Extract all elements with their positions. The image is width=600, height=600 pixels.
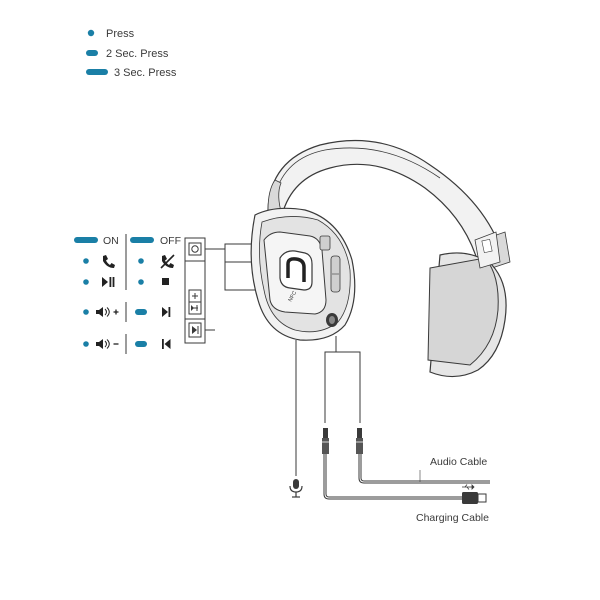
row2-press-dot <box>83 279 89 285</box>
nfc-logo-text: NFC <box>288 290 299 303</box>
press-dot-marker <box>87 29 95 37</box>
row4-two-sec-bar <box>135 341 147 347</box>
multifunction-button-icon <box>188 242 202 256</box>
usb-icon <box>462 484 475 490</box>
port-bracket <box>324 336 361 423</box>
off-long-press-marker <box>130 237 154 243</box>
short-bar-marker <box>86 50 98 56</box>
volume-up-icon <box>96 307 119 317</box>
row1-off-press-dot <box>138 258 144 264</box>
mic-port <box>326 313 338 327</box>
row3-two-sec-bar <box>135 309 147 315</box>
charging-cable-label: Charging Cable <box>416 512 489 524</box>
long-bar-marker <box>86 69 108 75</box>
button-panel <box>184 237 206 344</box>
previous-track-icon <box>162 339 171 349</box>
row1-press-dot <box>83 258 89 264</box>
microphone-icon <box>289 479 303 498</box>
volume-rocker-icon <box>188 289 202 315</box>
press-legend: Press 2 Sec. Press 3 Sec. Press <box>86 28 177 79</box>
usb-plug <box>462 492 487 504</box>
stop-icon <box>162 278 169 285</box>
legend-label-press: Press <box>106 28 135 40</box>
audio-jack-plug-right <box>356 428 363 454</box>
audio-cable-label: Audio Cable <box>430 456 487 468</box>
off-label: OFF <box>160 235 181 247</box>
end-call-icon <box>160 254 175 269</box>
control-table: ON OFF <box>74 234 181 354</box>
brand-logo-icon <box>279 250 313 291</box>
legend-item-2sec: 2 Sec. Press <box>86 48 169 60</box>
volume-down-icon <box>96 339 119 349</box>
on-label: ON <box>103 235 119 247</box>
multifunction-button <box>319 235 331 251</box>
legend-label-3sec: 3 Sec. Press <box>114 67 177 79</box>
headphone-illustration: NFC <box>250 139 511 378</box>
play-pause-icon <box>102 277 115 287</box>
legend-item-press: Press <box>87 28 135 40</box>
row3-press-dot <box>83 309 89 315</box>
track-button-icon <box>188 322 202 338</box>
row2-off-press-dot <box>138 279 144 285</box>
legend-label-2sec: 2 Sec. Press <box>106 48 169 60</box>
legend-item-3sec: 3 Sec. Press <box>86 67 177 79</box>
next-track-icon <box>162 307 171 317</box>
phone-icon <box>103 255 115 268</box>
on-long-press-marker <box>74 237 98 243</box>
row4-press-dot <box>83 341 89 347</box>
audio-jack-plug-left <box>322 428 329 454</box>
